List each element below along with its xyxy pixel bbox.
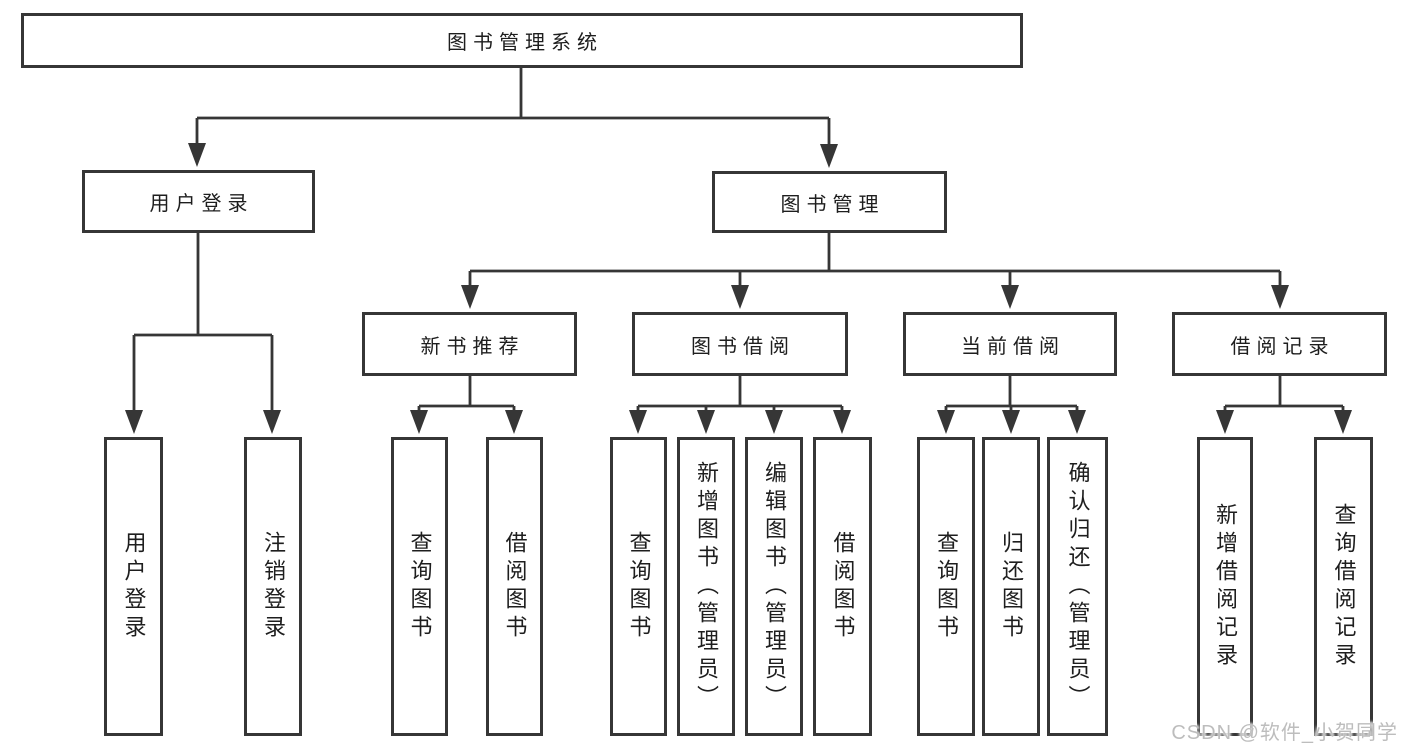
arrow-down-icon: [833, 410, 851, 434]
arrow-down-icon: [765, 410, 783, 434]
arrow-down-icon: [188, 143, 206, 167]
arrow-down-icon: [731, 285, 749, 309]
leaf-borrow-books-recommend: 借阅图书: [486, 437, 543, 736]
connector-book-management-branch: [468, 233, 1282, 292]
connector-book-borrow-branch: [636, 376, 844, 417]
connector-new-books-branch: [417, 376, 516, 417]
leaf-query-borrow-record: 查询借阅记录: [1314, 437, 1373, 736]
node-user-login: 用户登录: [82, 170, 315, 233]
connector-borrow-records-branch: [1223, 376, 1345, 417]
arrow-down-icon: [697, 410, 715, 434]
node-new-book-recommend: 新书推荐: [362, 312, 577, 376]
arrow-down-icon: [1334, 410, 1352, 434]
node-book-management: 图书管理: [712, 171, 947, 233]
leaf-return-books: 归还图书: [982, 437, 1040, 736]
arrow-down-icon: [937, 410, 955, 434]
connector-user-login-branch: [132, 233, 274, 417]
arrow-down-icon: [125, 410, 143, 434]
node-root-system: 图书管理系统: [21, 13, 1023, 68]
csdn-watermark: CSDN @软件_小贺同学: [1171, 722, 1398, 744]
connector-current-borrow-branch: [944, 376, 1079, 417]
arrow-down-icon: [1216, 410, 1234, 434]
leaf-confirm-return-admin: 确认归还（管理员）: [1047, 437, 1108, 736]
leaf-query-books-borrow: 查询图书: [610, 437, 667, 736]
arrow-down-icon: [1271, 285, 1289, 309]
node-book-borrow: 图书借阅: [632, 312, 848, 376]
arrow-down-icon: [263, 410, 281, 434]
arrow-down-icon: [505, 410, 523, 434]
node-borrow-records: 借阅记录: [1172, 312, 1387, 376]
node-current-borrow: 当前借阅: [903, 312, 1117, 376]
leaf-query-books-recommend: 查询图书: [391, 437, 448, 736]
leaf-edit-books-admin: 编辑图书（管理员）: [745, 437, 803, 736]
arrow-down-icon: [461, 285, 479, 309]
arrow-down-icon: [1001, 285, 1019, 309]
leaf-add-borrow-record: 新增借阅记录: [1197, 437, 1253, 736]
arrow-down-icon: [629, 410, 647, 434]
arrow-down-icon: [1002, 410, 1020, 434]
leaf-add-books-admin: 新增图书（管理员）: [677, 437, 735, 736]
arrow-down-icon: [820, 144, 838, 168]
arrow-down-icon: [1068, 410, 1086, 434]
leaf-query-books-current: 查询图书: [917, 437, 975, 736]
arrow-down-icon: [410, 410, 428, 434]
leaf-logout: 注销登录: [244, 437, 302, 736]
leaf-user-login: 用户登录: [104, 437, 163, 736]
connector-root-to-level2: [195, 68, 831, 150]
leaf-borrow-books: 借阅图书: [813, 437, 872, 736]
